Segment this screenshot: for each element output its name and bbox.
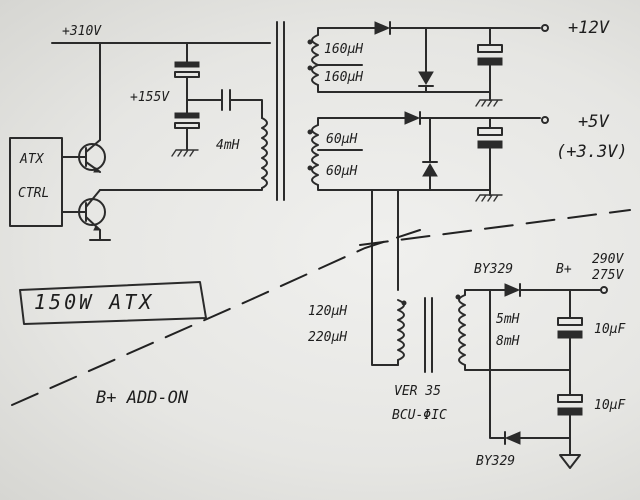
winding-60uh-b: 60µH — [326, 164, 358, 179]
rail-155v-label: +155V — [130, 90, 170, 105]
ctrl-label: CTRL — [18, 186, 50, 201]
core-ver35-label: VER 35 — [394, 384, 441, 399]
cap-10uf-a-label: 10µF — [594, 322, 626, 337]
diode-top-label: BY329 — [474, 262, 514, 277]
core-type-label: BCU-ΦIC — [392, 408, 447, 423]
output-5v-label: +5V — [578, 112, 609, 132]
transformer-core — [276, 21, 285, 201]
inductor-4mh-label: 4mH — [216, 138, 240, 153]
secondary-5v — [307, 111, 549, 202]
winding-160uh-a: 160µH — [324, 42, 364, 57]
winding-5mh-label: 5mH — [496, 312, 520, 327]
addon-label: B+ ADD-ON — [96, 388, 189, 408]
winding-120uh-label: 120µH — [308, 304, 348, 319]
output-33v-label: (+3.3V) — [556, 142, 628, 162]
primary-circuit — [9, 42, 271, 241]
winding-220uh-label: 220µH — [308, 330, 348, 345]
title-label: 150W ATX — [34, 290, 155, 314]
winding-8mh-label: 8mH — [496, 334, 520, 349]
bplus-addon — [371, 189, 608, 469]
title-frame — [19, 281, 207, 325]
diode-bottom-label: BY329 — [476, 454, 516, 469]
atx-label: ATX — [20, 152, 44, 167]
winding-160uh-b: 160µH — [324, 70, 364, 85]
secondary-12v — [307, 21, 549, 107]
output-290v-label: 290V — [592, 252, 624, 267]
section-dividers — [11, 209, 631, 406]
output-275v-label: 275V — [592, 268, 624, 283]
winding-60uh-a: 60µH — [326, 132, 358, 147]
bplus-label: B+ — [556, 262, 572, 277]
rail-310v-label: +310V — [62, 24, 102, 39]
cap-10uf-b-label: 10µF — [594, 398, 626, 413]
output-12v-label: +12V — [568, 18, 609, 38]
